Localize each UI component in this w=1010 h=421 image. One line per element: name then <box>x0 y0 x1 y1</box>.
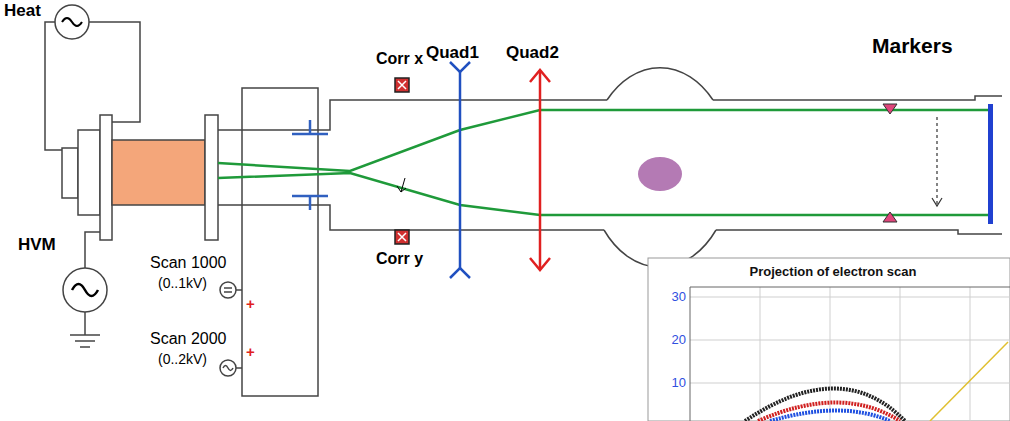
quad1-lens <box>450 62 470 278</box>
part-label: (0..1kV) <box>158 276 207 291</box>
marker <box>883 104 897 114</box>
ac-source <box>220 360 236 376</box>
part-label: Quad1 <box>426 44 479 63</box>
part-label: + <box>246 344 255 361</box>
marker <box>883 212 897 222</box>
part-label: Scan 1000 <box>150 254 227 272</box>
part-label: Markers <box>872 34 953 57</box>
part-label: Corr y <box>376 250 423 268</box>
hvm-source <box>63 268 107 312</box>
dc-source <box>220 282 236 298</box>
inset-plot: Projection of electron scan <box>648 258 1010 421</box>
quad2-lens <box>530 70 550 270</box>
part-label: Corr x <box>376 50 423 68</box>
cathode <box>62 148 78 198</box>
axis-tick: 30 <box>664 290 686 304</box>
corrector-coil <box>395 78 409 244</box>
scan-curves <box>745 389 905 421</box>
part-label: HVM <box>18 236 56 255</box>
part-label: Quad2 <box>506 44 559 63</box>
part-label: (0..2kV) <box>158 352 207 367</box>
anode-cylinder <box>112 140 205 205</box>
plot-title: Projection of electron scan <box>648 258 1010 279</box>
axis-tick: 20 <box>664 333 686 347</box>
part-label: + <box>246 296 255 313</box>
screen <box>988 104 993 224</box>
part-label: Scan 2000 <box>150 330 227 348</box>
inset-panel <box>648 258 1010 421</box>
electron-beam <box>218 110 988 215</box>
beam-spot <box>638 157 682 191</box>
axis-tick: 10 <box>664 376 686 390</box>
deflection-plates <box>292 120 328 210</box>
vacuum-bulb <box>607 68 713 100</box>
heater-source <box>55 5 89 39</box>
part-label: Heat <box>4 2 41 21</box>
